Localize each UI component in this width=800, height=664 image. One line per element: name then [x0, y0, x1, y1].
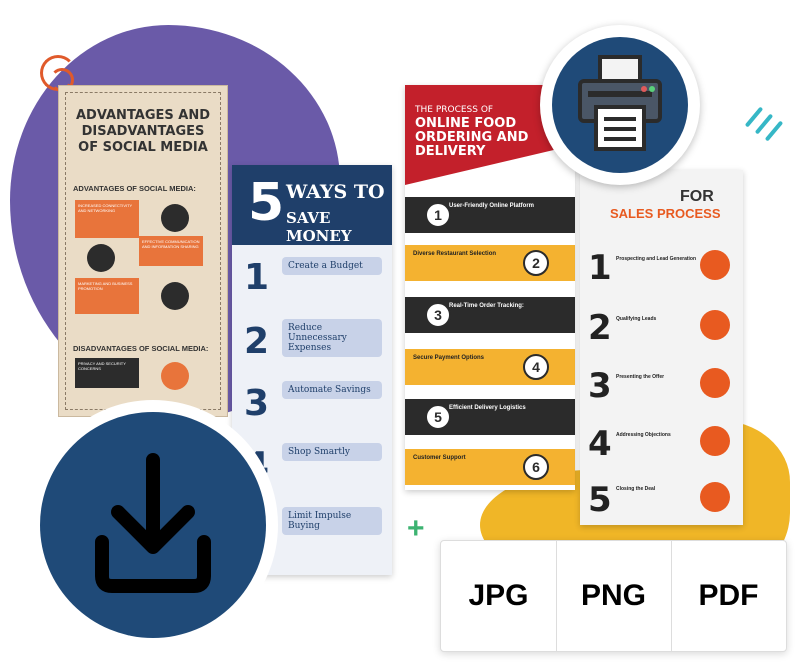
sales-process-infographic[interactable]: FOR SALES PROCESS 1 Prospecting and Lead… [580, 170, 743, 525]
objection-icon [700, 426, 730, 456]
food-step-number: 1 [425, 202, 451, 228]
sales-step-number: 1 [588, 248, 612, 288]
download-button-circle [40, 412, 266, 638]
food-step-band: Diverse Restaurant Selection 2 [405, 245, 575, 281]
qualifying-icon [700, 310, 730, 340]
money-step: Automate Savings [282, 381, 382, 399]
money-step: Limit Impulse Buying [282, 507, 382, 535]
sales-step-number: 5 [588, 480, 612, 520]
money-step-title: Limit Impulse Buying [288, 511, 352, 531]
format-divider [556, 541, 557, 651]
step-number: 3 [244, 383, 270, 424]
print-button-circle [552, 37, 688, 173]
network-icon [161, 204, 189, 232]
food-step-number: 3 [425, 302, 451, 328]
food-step-number: 5 [425, 404, 451, 430]
food-step-label: Customer Support [413, 455, 466, 461]
lead-generation-icon [700, 250, 730, 280]
food-step-label: Efficient Delivery Logistics [449, 405, 526, 411]
money-step: Reduce Unnecessary Expenses [282, 319, 382, 357]
print-button[interactable] [540, 25, 700, 185]
sales-step-label: Closing the Deal [616, 486, 656, 492]
sales-step-number: 4 [588, 424, 612, 464]
download-button[interactable] [28, 400, 278, 650]
food-step-band: User-Friendly Online Platform 1 [405, 197, 575, 233]
privacy-icon [161, 362, 189, 390]
advantage-item: INCREASED CONNECTIVITY AND NETWORKING [75, 200, 139, 238]
food-step-label: User-Friendly Online Platform [449, 203, 535, 209]
social-media-infographic[interactable]: ADVANTAGES AND DISADVANTAGES OF SOCIAL M… [58, 85, 228, 417]
food-title-main: ONLINE FOOD ORDERING AND DELIVERY [415, 116, 529, 159]
format-jpg[interactable]: JPG [468, 579, 529, 612]
offer-icon [700, 368, 730, 398]
food-step-band: Customer Support 6 [405, 449, 575, 485]
sales-step-label: Prospecting and Lead Generation [616, 256, 697, 262]
food-step-band: Efficient Delivery Logistics 5 [405, 399, 575, 435]
disadvantages-heading: DISADVANTAGES OF SOCIAL MEDIA: [73, 344, 209, 353]
food-step-band: Secure Payment Options 4 [405, 349, 575, 385]
format-divider [671, 541, 672, 651]
download-icon [95, 453, 211, 593]
printer-icon [578, 55, 662, 151]
food-step-number: 2 [523, 250, 549, 276]
plus-decoration: + [407, 512, 425, 545]
teal-stroke [764, 120, 784, 142]
sales-step-number: 2 [588, 308, 612, 348]
food-title: THE PROCESS OF ONLINE FOOD ORDERING AND … [415, 103, 535, 159]
marketing-icon [161, 282, 189, 310]
sales-step-label: Addressing Objections [616, 432, 671, 438]
format-pdf[interactable]: PDF [698, 579, 759, 612]
food-delivery-infographic[interactable]: THE PROCESS OF ONLINE FOOD ORDERING AND … [405, 85, 575, 490]
communication-icon [87, 244, 115, 272]
sales-step-label: Qualifying Leads [616, 316, 657, 322]
social-title: ADVANTAGES AND DISADVANTAGES OF SOCIAL M… [75, 108, 211, 155]
money-title-line1: WAYS TO [286, 181, 385, 203]
food-step-label: Secure Payment Options [413, 355, 485, 361]
money-step-title: Shop Smartly [288, 447, 350, 457]
food-step-number: 6 [523, 454, 549, 480]
food-step-label: Real-Time Order Tracking: [449, 303, 524, 309]
step-number: 1 [244, 257, 270, 298]
step-number: 2 [244, 321, 270, 362]
food-step-band: Real-Time Order Tracking: 3 [405, 297, 575, 333]
format-panel: JPG PNG PDF [440, 540, 787, 652]
sales-step-label: Presenting the Offer [616, 374, 665, 380]
money-header: 5 WAYS TO SAVE MONEY [232, 165, 392, 245]
format-png[interactable]: PNG [580, 579, 646, 612]
money-title-line2: SAVE MONEY [286, 209, 352, 245]
money-step-title: Create a Budget [288, 261, 363, 271]
food-title-prefix: THE PROCESS OF [415, 105, 494, 115]
food-step-label: Diverse Restaurant Selection [413, 251, 497, 257]
money-step: Shop Smartly [282, 443, 382, 461]
sales-step-number: 3 [588, 366, 612, 406]
advantage-item: MARKETING AND BUSINESS PROMOTION [75, 278, 139, 314]
advantage-item: EFFECTIVE COMMUNICATION AND INFORMATION … [139, 236, 203, 266]
sales-subtitle: SALES PROCESS [610, 206, 721, 221]
money-step: Create a Budget [282, 257, 382, 275]
money-step-title: Reduce Unnecessary Expenses [288, 323, 347, 353]
sales-title-partial: FOR [680, 188, 714, 205]
money-step-title: Automate Savings [288, 385, 371, 395]
save-money-infographic[interactable]: 5 WAYS TO SAVE MONEY 1 Create a Budget 2… [232, 165, 392, 575]
food-step-number: 4 [523, 354, 549, 380]
money-big-number: 5 [248, 173, 285, 233]
closing-deal-icon [700, 482, 730, 512]
advantages-heading: ADVANTAGES OF SOCIAL MEDIA: [73, 184, 196, 193]
disadvantage-item: PRIVACY AND SECURITY CONCERNS [75, 358, 139, 388]
